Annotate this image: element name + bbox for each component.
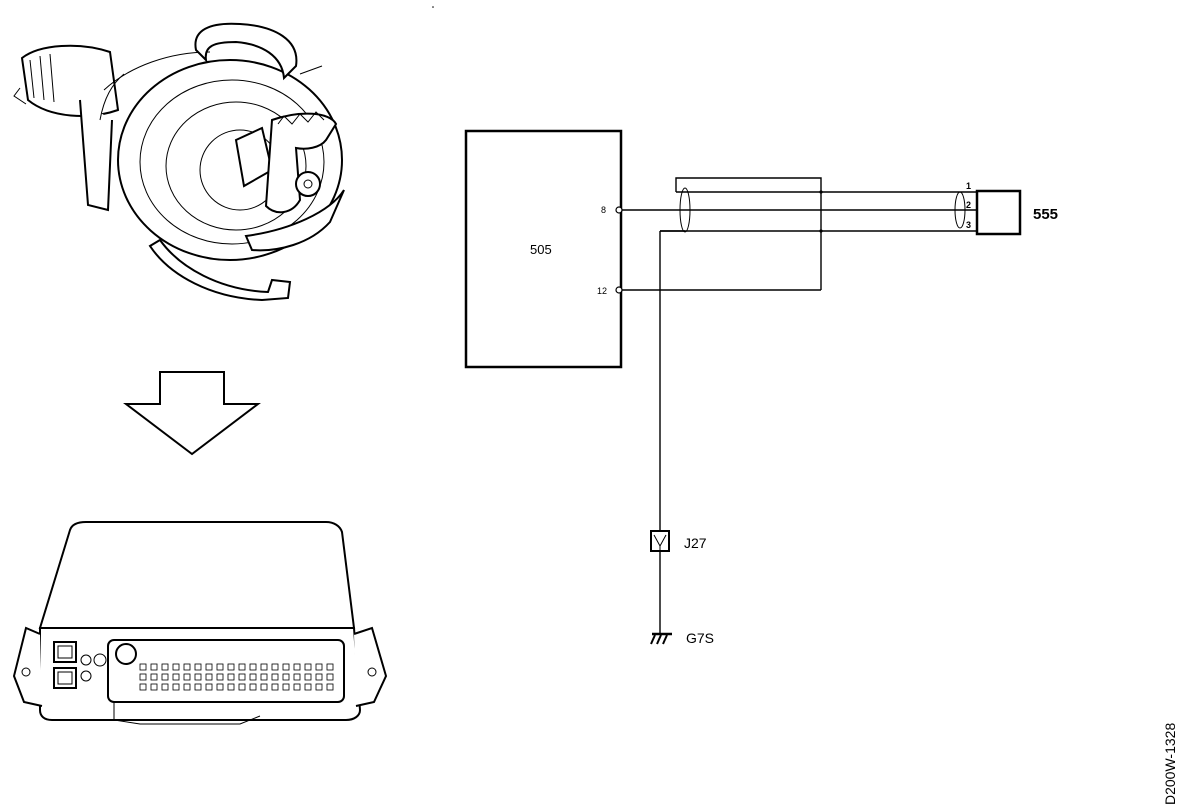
distributor-illustration <box>13 22 345 302</box>
sensor-555-label: 555 <box>1033 206 1058 223</box>
junction-j27-label: J27 <box>684 535 707 551</box>
schematic: 505 8 12 555 1 2 3 J27 <box>432 6 1058 646</box>
sensor-pin-3-label: 3 <box>966 220 971 230</box>
ecu-pin-8-label: 8 <box>601 205 606 215</box>
down-arrow-icon <box>123 371 261 456</box>
ecu-illustration <box>12 521 388 725</box>
drawing-reference: D200W-1328 <box>1162 723 1178 805</box>
sensor-pin-1-label: 1 <box>966 181 971 191</box>
ground-icon <box>650 632 672 645</box>
ecu-505-label: 505 <box>530 242 552 257</box>
ecu-505-box <box>464 129 623 369</box>
ground-g7s-label: G7S <box>686 630 714 646</box>
ecu-pin-12-label: 12 <box>597 286 607 296</box>
sensor-555-box <box>975 189 1022 236</box>
sensor-pin-2-label: 2 <box>966 200 971 210</box>
